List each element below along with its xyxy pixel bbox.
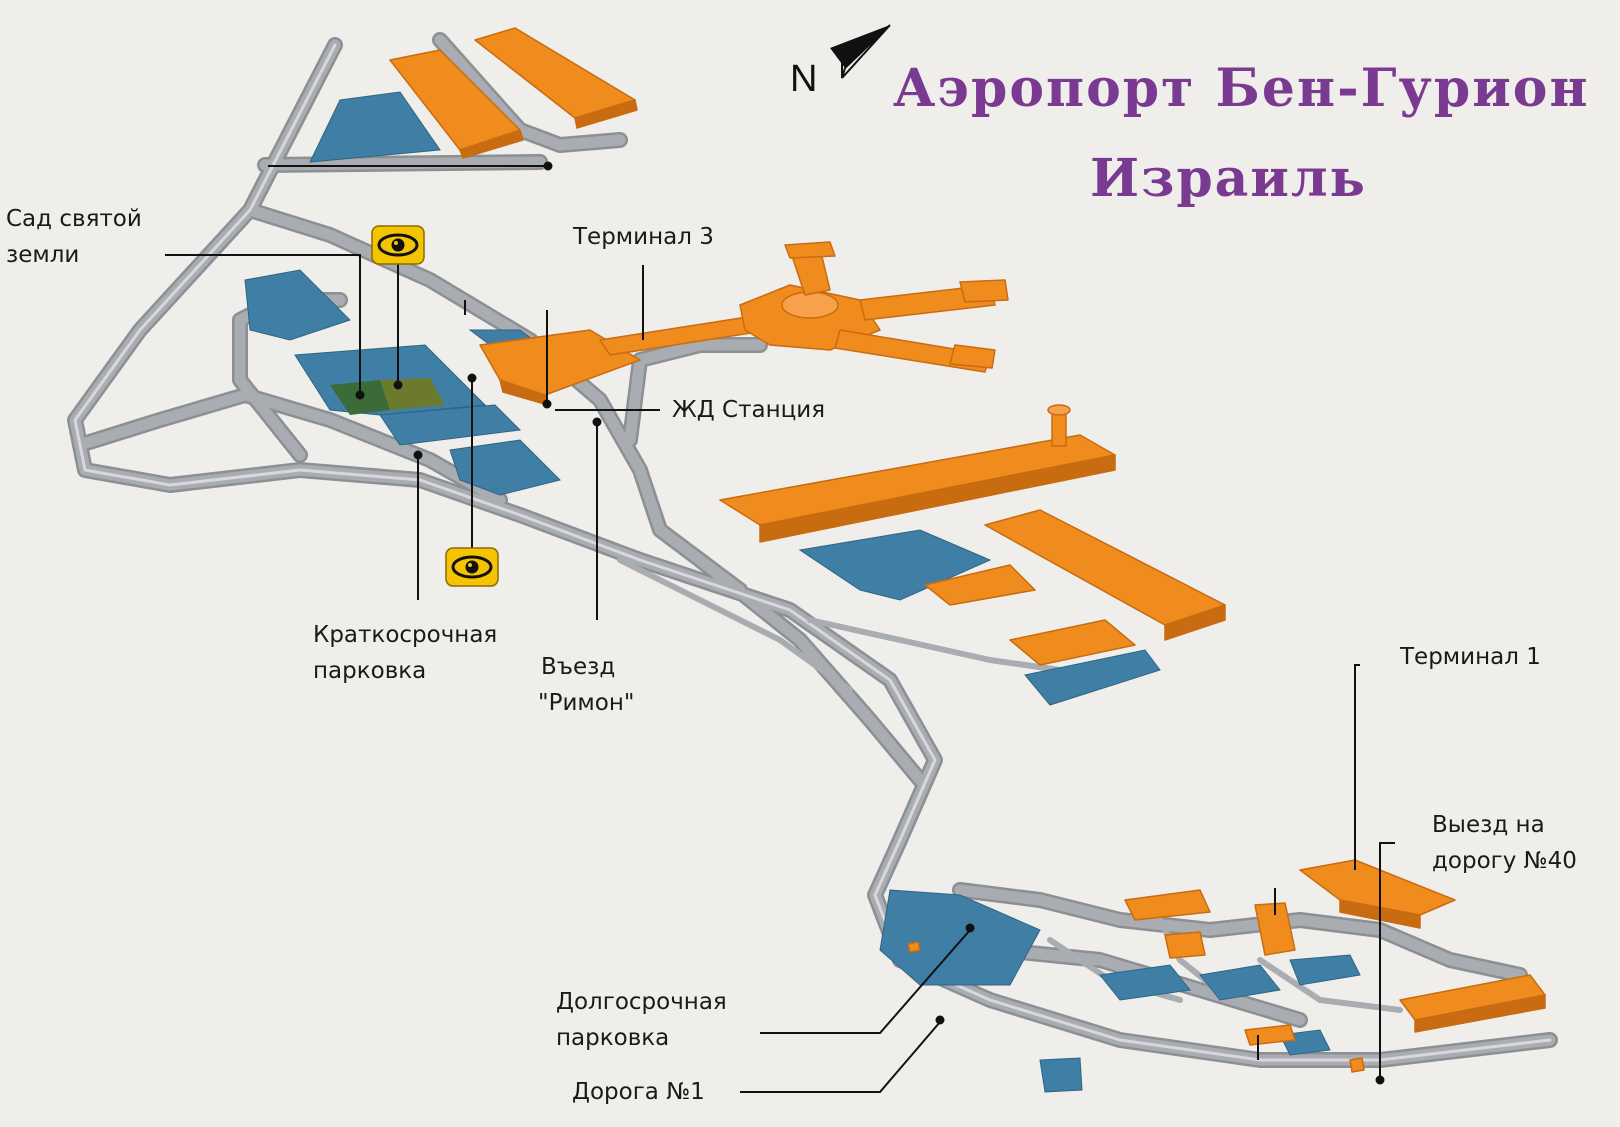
label-exit40-line2: дорогу №40 (1432, 848, 1577, 874)
label-exit40-line1: Выезд на (1432, 812, 1545, 838)
label-long-parking-line1: Долгосрочная (556, 989, 727, 1015)
parking-north (309, 91, 441, 163)
parking-south (449, 439, 561, 496)
parking-east (1024, 649, 1161, 706)
central-hangar-east (984, 509, 1226, 626)
terminal-1-kiosk (1349, 1057, 1365, 1073)
map-title: Аэропорт Бен-Гурион (893, 58, 1590, 119)
terminal-3-pier-east (859, 284, 996, 321)
parking-short-term-south (379, 404, 522, 446)
parking-t1-d (1039, 1057, 1083, 1093)
parking-t1-b (1199, 964, 1281, 1001)
parking-t1-c (1289, 954, 1361, 986)
eye-icon (445, 547, 499, 587)
north-label: N (790, 58, 818, 100)
parking-long-term (879, 889, 1041, 986)
long-parking-kiosk (907, 941, 921, 953)
central-block-a (924, 564, 1036, 606)
label-long-parking-line2: парковка (556, 1025, 670, 1051)
north-arrow-icon (830, 24, 891, 79)
label-terminal-3: Терминал 3 (573, 224, 714, 250)
buildings (389, 27, 1546, 1073)
leader-lines (165, 161, 1395, 1093)
central-block-b (1009, 619, 1136, 666)
parking-t1-a (1099, 964, 1191, 1001)
terminal-1-block-c (1164, 931, 1206, 959)
eye-icon (371, 225, 425, 265)
label-short-parking-line1: Краткосрочная (313, 622, 498, 648)
label-garden-line1: Сад святой (6, 206, 142, 232)
label-rimon-line2: "Римон" (538, 690, 635, 716)
terminal-3-concourse (479, 329, 641, 396)
parking-areas (244, 91, 1361, 1093)
parking-west (244, 269, 351, 341)
label-garden-line2: земли (6, 242, 80, 268)
label-rimon-line1: Въезд (541, 654, 616, 680)
terminal-1-main (1299, 859, 1456, 916)
map-subtitle: Израиль (1090, 148, 1367, 209)
label-terminal-1: Терминал 1 (1400, 644, 1541, 670)
label-short-parking-line2: парковка (313, 658, 427, 684)
terminal-1-block-a (1124, 889, 1211, 921)
label-road-1: Дорога №1 (572, 1079, 705, 1105)
label-rail-station: ЖД Станция (672, 397, 826, 423)
